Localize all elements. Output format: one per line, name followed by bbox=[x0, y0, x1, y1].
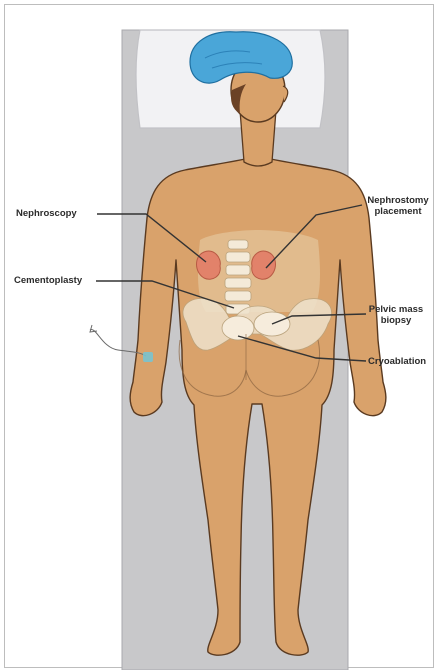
label-cryoablation: Cryoablation bbox=[368, 356, 426, 367]
label-cementoplasty: Cementoplasty bbox=[14, 275, 82, 286]
iv-site bbox=[143, 352, 153, 362]
left-kidney bbox=[197, 251, 221, 279]
label-nephrostomy-line1: Nephrostomy bbox=[356, 195, 436, 206]
label-nephrostomy-line2: placement bbox=[356, 206, 436, 217]
label-pelvic-line2: biopsy bbox=[362, 315, 430, 326]
iv-arrow bbox=[90, 325, 97, 332]
label-pelvic-mass-biopsy: Pelvic mass biopsy bbox=[362, 304, 430, 326]
label-pelvic-line1: Pelvic mass bbox=[362, 304, 430, 315]
label-nephroscopy: Nephroscopy bbox=[16, 208, 77, 219]
label-nephrostomy-placement: Nephrostomy placement bbox=[356, 195, 436, 217]
right-kidney bbox=[252, 251, 276, 279]
